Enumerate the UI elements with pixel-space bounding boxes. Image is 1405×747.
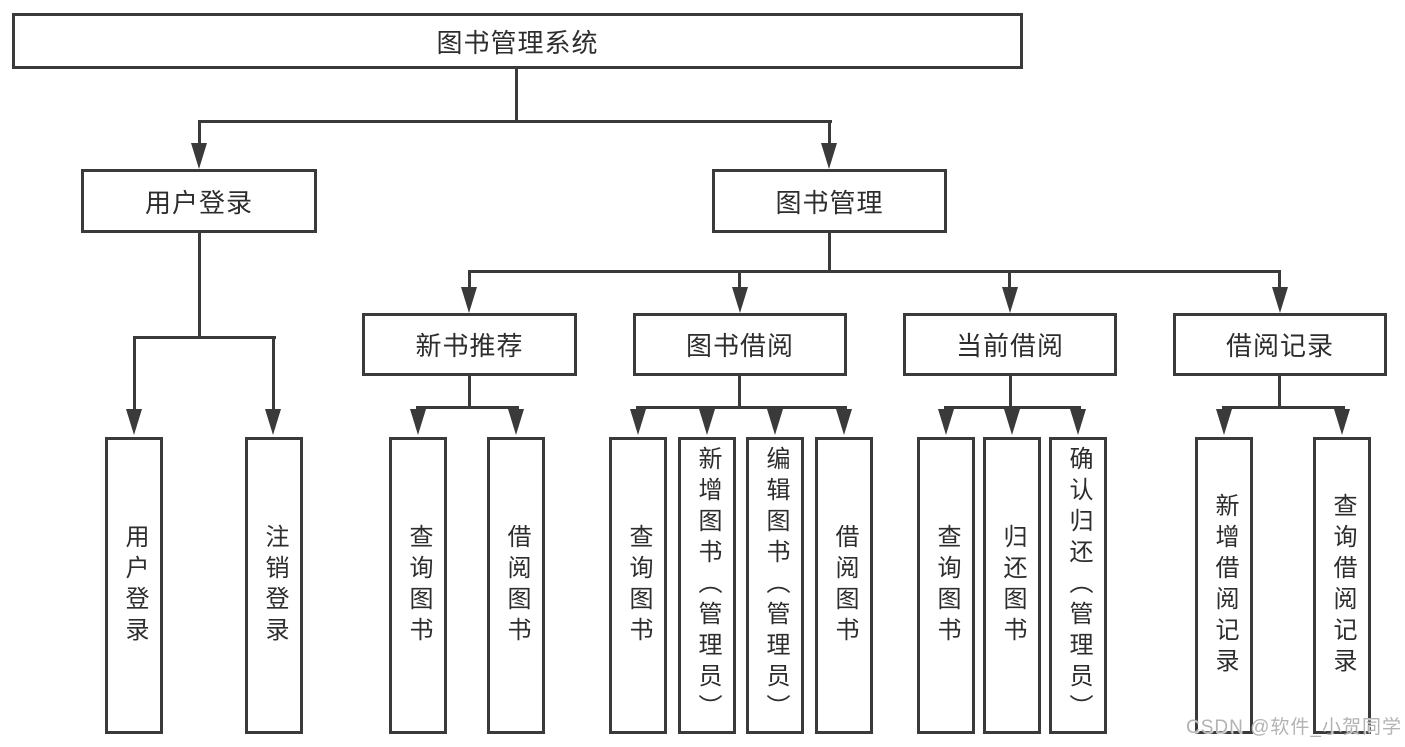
leaf-user-login: 用户登录: [105, 437, 163, 734]
leaf-query-borrow-record: 查询借阅记录: [1313, 437, 1371, 734]
node-book-borrowing: 图书借阅: [633, 313, 847, 376]
arrow-to-leaf-logout: [265, 409, 281, 435]
connector-borrowing-records-branch-line: [1222, 406, 1345, 409]
connector-root-branch-line: [198, 120, 832, 123]
arrow-to-leaf-query-books-2: [630, 409, 646, 435]
arrow-to-leaf-borrow-books-2: [836, 409, 852, 435]
arrow-to-book-borrowing: [732, 287, 748, 313]
arrow-to-leaf-add-borrow-record: [1216, 409, 1232, 435]
arrow-to-leaf-return-book: [1004, 409, 1020, 435]
arrow-to-leaf-query-books-1: [410, 409, 426, 435]
connector-stem-new-book-recommendation: [468, 270, 471, 288]
arrow-to-leaf-query-books-3: [938, 409, 954, 435]
arrow-to-leaf-add-book-admin: [699, 409, 715, 435]
leaf-return-book: 归还图书: [983, 437, 1041, 734]
connector-borrowing-records-trunk: [1278, 376, 1281, 409]
node-library-management-system: 图书管理系统: [12, 13, 1023, 69]
connector-current-borrowing-trunk: [1009, 376, 1012, 409]
connector-stem-current-borrowing: [1008, 270, 1011, 288]
arrow-to-leaf-borrow-books-1: [508, 409, 524, 435]
node-borrowing-records: 借阅记录: [1173, 313, 1387, 376]
connector-user-login-branch-line: [133, 336, 276, 339]
leaf-query-books-2: 查询图书: [609, 437, 667, 734]
arrow-to-current-borrowing: [1002, 287, 1018, 313]
leaf-add-book-admin: 新增图书（管理员）: [678, 437, 736, 734]
arrow-to-new-book-recommendation: [461, 287, 477, 313]
connector-stem-leaf-logout: [272, 336, 275, 410]
arrow-to-leaf-edit-book-admin: [767, 409, 783, 435]
leaf-query-books-3: 查询图书: [917, 437, 975, 734]
connector-stem-user-login: [198, 120, 201, 145]
node-book-management: 图书管理: [712, 169, 947, 233]
leaf-borrow-books-1: 借阅图书: [487, 437, 545, 734]
connector-book-borrowing-branch-line: [636, 406, 847, 409]
connector-book-borrowing-trunk: [738, 376, 741, 409]
arrow-to-leaf-user-login: [126, 409, 142, 435]
leaf-query-books-1: 查询图书: [389, 437, 447, 734]
arrow-to-user-login: [191, 143, 207, 169]
connector-user-login-trunk: [198, 233, 201, 338]
connector-stem-leaf-user-login: [133, 336, 136, 410]
connector-stem-book-borrowing: [738, 270, 741, 288]
connector-book-management-branch-line: [468, 270, 1281, 273]
arrow-to-leaf-query-borrow-record: [1334, 409, 1350, 435]
leaf-borrow-books-2: 借阅图书: [815, 437, 873, 734]
connector-new-book-recommendation-trunk: [468, 376, 471, 409]
node-new-book-recommendation: 新书推荐: [362, 313, 577, 376]
arrow-to-book-management: [821, 143, 837, 169]
leaf-add-borrow-record: 新增借阅记录: [1195, 437, 1253, 734]
arrow-to-borrowing-records: [1272, 287, 1288, 313]
leaf-confirm-return-admin: 确认归还（管理员）: [1049, 437, 1107, 734]
arrow-to-leaf-confirm-return-admin: [1070, 409, 1086, 435]
connector-stem-borrowing-records: [1278, 270, 1281, 288]
connector-new-book-recommendation-branch-line: [416, 406, 519, 409]
csdn-watermark: CSDN @软件_小贺同学: [1186, 717, 1402, 738]
connector-current-borrowing-branch-line: [944, 406, 1081, 409]
connector-book-management-trunk: [828, 233, 831, 273]
node-current-borrowing: 当前借阅: [903, 313, 1117, 376]
node-user-login: 用户登录: [81, 169, 317, 233]
leaf-edit-book-admin: 编辑图书（管理员）: [746, 437, 804, 734]
connector-stem-book-management: [828, 120, 831, 145]
connector-root-trunk: [515, 69, 518, 121]
leaf-logout: 注销登录: [245, 437, 303, 734]
